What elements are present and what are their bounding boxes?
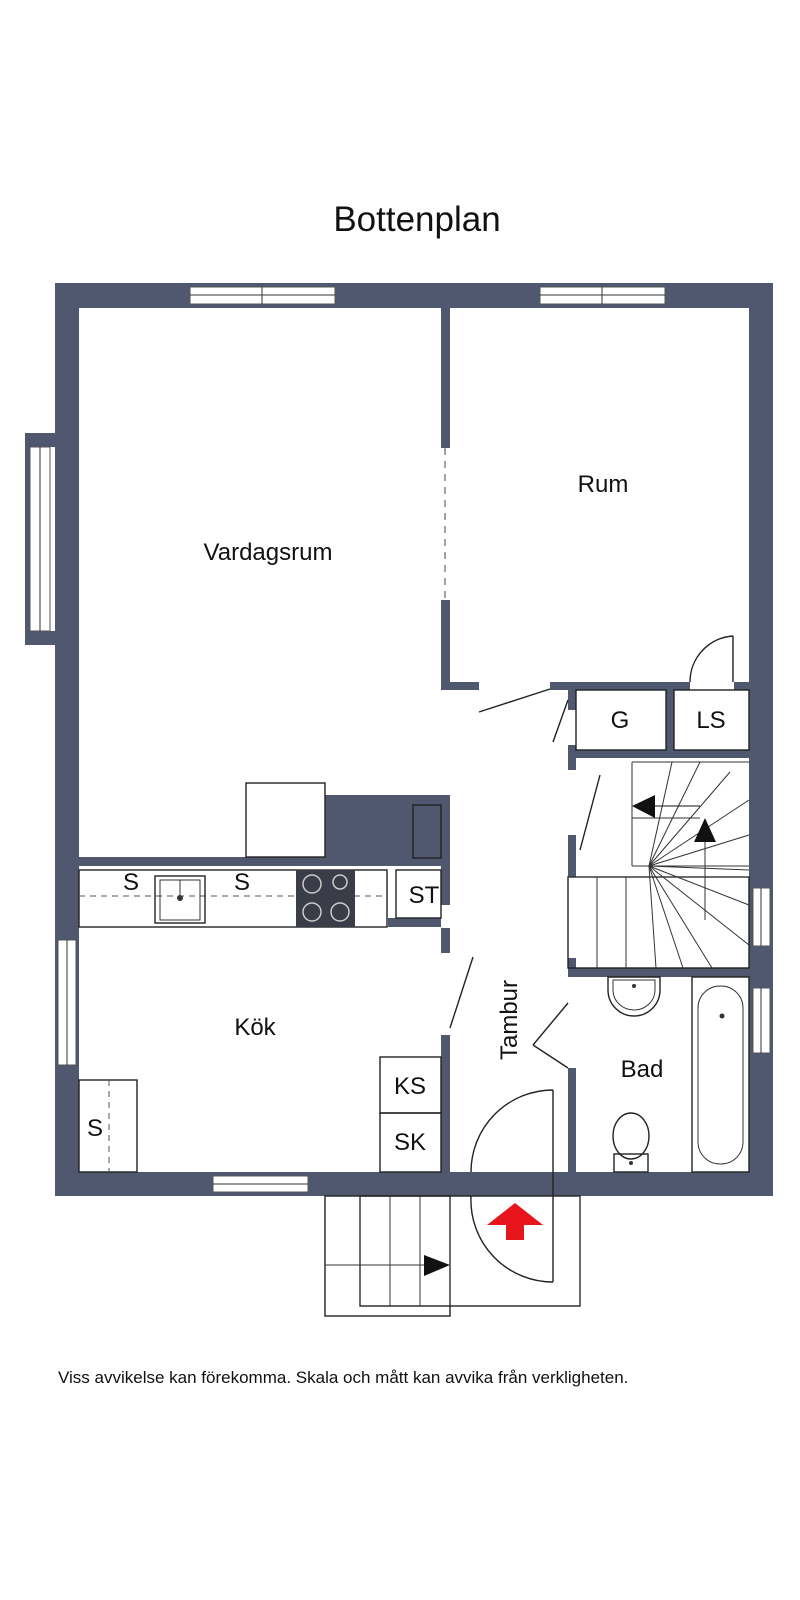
windows [29,286,771,1193]
interior-walls [79,308,749,1172]
room-label-vardagsrum: Vardagsrum [204,539,333,566]
fixture-label-ks: KS [394,1073,426,1100]
external-stair-arrow-icon [424,1255,450,1276]
fixture-label-s-right: S [234,869,250,896]
room-label-kok: Kök [234,1014,276,1041]
fixture-label-s-kok: S [87,1115,103,1142]
entrance-arrow-icon [487,1203,543,1240]
fixtures [78,689,750,1173]
room-label-bad: Bad [621,1056,664,1083]
stairs-external [324,1195,581,1317]
room-label-rum: Rum [578,471,629,498]
disclaimer: Viss avvikelse kan förekomma. Skala och … [58,1368,629,1387]
stair-direction-arrow-icon [632,795,716,842]
stairs-internal [567,761,750,969]
room-label-tambur: Tambur [496,980,523,1060]
fixture-label-g: G [611,707,630,734]
fixture-label-ls: LS [696,707,725,734]
doors [449,635,734,1283]
page-title: Bottenplan [333,200,501,239]
fixture-label-st: ST [409,882,440,909]
fixture-label-sk: SK [394,1129,426,1156]
fixture-label-s-left: S [123,869,139,896]
